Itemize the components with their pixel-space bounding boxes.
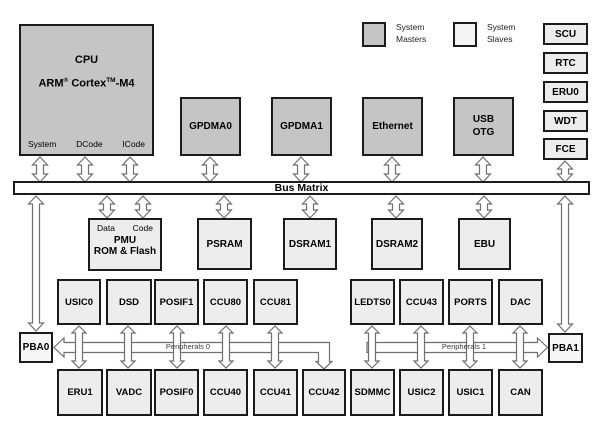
cpu-title: CPU [74,54,99,66]
pba1-riser-arrow [556,195,574,333]
block-ccu42: CCU42 [302,369,346,416]
legend-slaves-label: System Slaves [487,22,516,44]
cpu-bus-ports: System DCode ICode [21,139,152,154]
bus-matrix-top-arrow [201,156,219,183]
block-ccu43: CCU43 [399,279,444,325]
cpu-port-system: System [28,139,57,149]
block-scu: SCU [543,23,588,45]
block-ports: PORTS [448,279,493,325]
block-gpdma0: GPDMA0 [180,97,241,156]
peripheral-cross-arrow [412,325,430,369]
block-dsram1: DSRAM1 [283,218,337,270]
block-dsd: DSD [106,279,152,325]
pba0-riser-arrow [27,195,45,332]
pmu-port-data: Data [97,223,115,233]
bus-matrix-top-arrow [292,156,310,183]
registered-mark: ® [63,77,69,84]
bus-matrix-bottom-arrow [387,195,405,219]
peripheral-cross-arrow [363,325,381,369]
bus-matrix-bottom-arrow [98,195,116,219]
cpu-subtitle-text: Cortex [68,77,107,90]
peripherals1-bus-pipe [366,336,549,359]
block-pba1: PBA1 [548,333,583,363]
block-vadc: VADC [106,369,152,416]
block-rtc: RTC [543,52,588,74]
block-pmu-rom-flash: Data Code PMU ROM & Flash [88,218,162,271]
block-pba0: PBA0 [19,332,53,363]
pmu-bus-ports: Data Code [90,220,160,233]
cpu-subtitle: ARM® CortexTM-M4 [21,77,152,90]
block-usic0: USIC0 [57,279,101,325]
bus-matrix-bottom-arrow [301,195,319,219]
legend-slaves-swatch [453,22,477,47]
block-ccu81: CCU81 [253,279,298,325]
legend-masters-swatch [362,22,386,47]
block-ccu80: CCU80 [203,279,248,325]
bus-matrix-bottom-arrow [475,195,493,219]
block-cpu: CPU ARM® CortexTM-M4 System DCode ICode [19,24,154,156]
peripheral-cross-arrow [168,325,186,369]
pmu-title: PMU [113,235,137,246]
block-ccu41: CCU41 [253,369,298,416]
peripherals0-bus-label: Peripherals 0 [165,342,211,351]
cpu-subtitle-text: -M4 [115,77,135,90]
block-fce: FCE [543,138,588,160]
block-dac: DAC [498,279,543,325]
block-psram: PSRAM [197,218,252,270]
block-posif0: POSIF0 [154,369,199,416]
bus-matrix-bottom-arrow [134,195,152,219]
block-usb-otg: USB OTG [453,97,514,156]
block-ledts0: LEDTS0 [350,279,395,325]
bus-matrix-bottom-arrow [215,195,233,219]
peripheral-cross-arrow [217,325,235,369]
peripheral-cross-arrow [511,325,529,369]
peripheral-cross-arrow [119,325,137,369]
block-eru0: ERU0 [543,81,588,103]
cpu-subtitle-text: ARM [38,77,64,90]
legend-masters-label: System Masters [396,22,427,44]
peripherals1-bus-label: Peripherals 1 [441,342,487,351]
block-sdmmc: SDMMC [350,369,395,416]
bus-matrix-top-arrow [31,156,49,183]
bus-matrix-top-arrow [556,160,574,183]
block-posif1: POSIF1 [154,279,199,325]
block-can: CAN [498,369,543,416]
pmu-port-code: Code [132,223,153,233]
pmu-subtitle: ROM & Flash [93,246,157,257]
block-gpdma1: GPDMA1 [271,97,332,156]
trademark-mark: TM [106,77,116,84]
block-ethernet: Ethernet [362,97,423,156]
block-eru1: ERU1 [57,369,103,416]
peripheral-cross-arrow [266,325,284,369]
peripheral-cross-arrow [461,325,479,369]
cpu-titles: CPU ARM® CortexTM-M4 [21,54,152,90]
block-usic2: USIC2 [399,369,444,416]
block-ccu40: CCU40 [203,369,248,416]
bus-matrix-top-arrow [76,156,94,183]
bus-matrix-top-arrow [383,156,401,183]
block-dsram2: DSRAM2 [371,218,423,270]
block-wdt: WDT [543,110,588,132]
cpu-port-icode: ICode [122,139,145,149]
block-usic1: USIC1 [448,369,493,416]
bus-matrix-top-arrow [121,156,139,183]
bus-matrix: Bus Matrix [13,181,590,195]
bus-matrix-top-arrow [474,156,492,183]
cpu-port-dcode: DCode [76,139,103,149]
block-ebu: EBU [458,218,511,270]
peripheral-cross-arrow [70,325,88,369]
